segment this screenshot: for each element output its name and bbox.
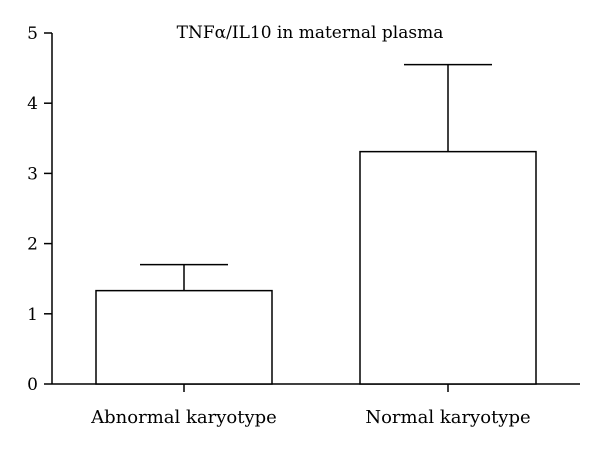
- chart-title: TNFα/IL10 in maternal plasma: [177, 23, 444, 43]
- y-tick-label-2: 2: [27, 235, 38, 255]
- y-tick-label-5: 5: [27, 24, 38, 44]
- x-axis: Abnormal karyotype Normal karyotype: [52, 383, 580, 428]
- bar-0: [95, 289, 273, 385]
- y-axis: 0 1 2 3 4 5: [27, 24, 53, 395]
- y-tick-label-3: 3: [27, 164, 38, 184]
- y-tick-label-0: 0: [27, 375, 38, 395]
- y-tick-label-4: 4: [27, 94, 38, 114]
- x-tick-label-1: Normal karyotype: [365, 407, 530, 428]
- bars: [95, 150, 537, 385]
- error-bars: [140, 63, 492, 291]
- y-tick-label-1: 1: [27, 305, 38, 325]
- x-tick-label-0: Abnormal karyotype: [90, 407, 277, 428]
- bar-1: [359, 150, 537, 385]
